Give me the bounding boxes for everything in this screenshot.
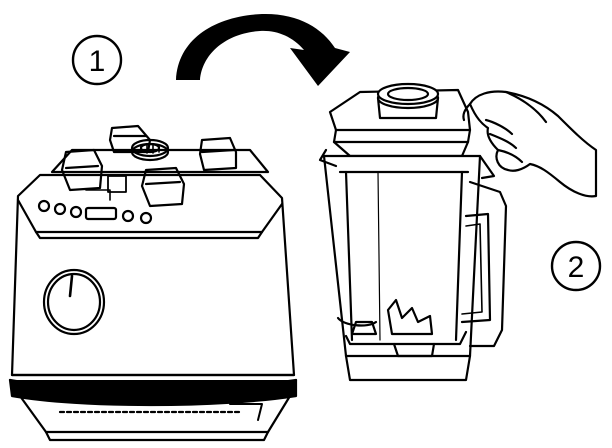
control-panel: [37, 199, 153, 225]
control-button: [121, 209, 135, 223]
dial-knob-icon: [42, 268, 106, 336]
step-2-badge: 2: [550, 240, 602, 292]
jar-locating-pad: [60, 148, 104, 192]
curved-arrow-icon: [176, 13, 350, 87]
hand-icon: [462, 90, 598, 198]
control-button: [139, 211, 153, 225]
control-button: [69, 205, 83, 219]
display-window: [84, 206, 118, 221]
jar-locating-pad: [198, 136, 238, 172]
step-2-circle: [550, 240, 602, 292]
control-button: [37, 199, 51, 213]
step-2-number: 2: [568, 251, 585, 284]
control-button: [53, 202, 67, 216]
blade-assembly: [336, 298, 468, 358]
jar-lid: [328, 82, 472, 158]
blender-jar-icon: [318, 82, 508, 382]
step-1-badge: 1: [71, 34, 123, 86]
blender-base-icon: [8, 124, 298, 442]
jar-handle: [460, 180, 508, 348]
jar-locating-pad: [108, 124, 152, 154]
step-1-circle: [71, 34, 123, 86]
step-1-number: 1: [89, 45, 106, 78]
jar-locating-pad: [140, 166, 186, 208]
